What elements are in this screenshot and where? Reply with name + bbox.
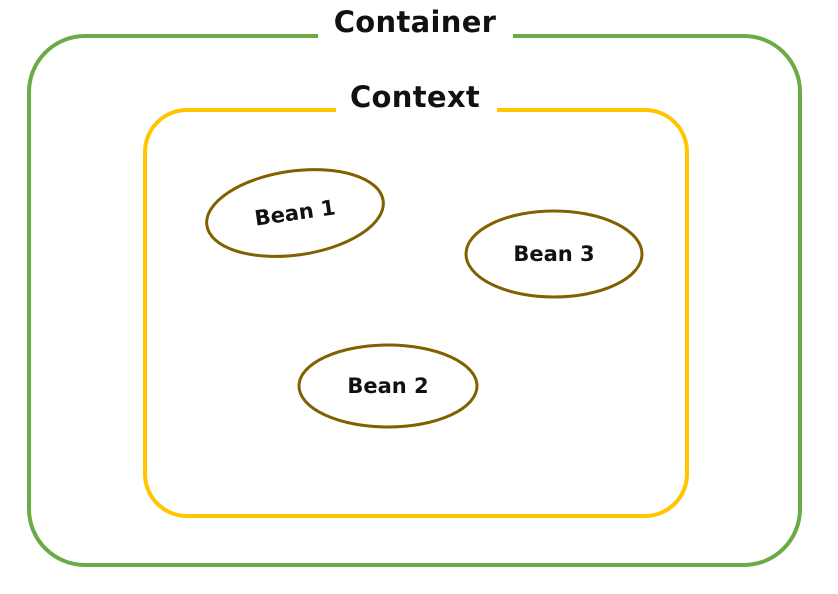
container-label: Container <box>334 5 497 39</box>
bean-3-ellipse[interactable] <box>464 209 644 299</box>
context-label: Context <box>350 80 480 114</box>
bean-2-label: Bean 2 <box>347 374 428 398</box>
bean-node-2[interactable]: Bean 2 <box>297 343 479 429</box>
bean-node-3[interactable]: Bean 3 <box>464 209 644 299</box>
bean-2-ellipse[interactable] <box>297 343 479 429</box>
context-boundary-group[interactable]: Context <box>143 80 689 518</box>
bean-node-1[interactable]: Bean 1 <box>201 159 389 267</box>
bean-1-ellipse[interactable] <box>201 159 389 267</box>
bean-3-label: Bean 3 <box>513 242 594 266</box>
container-boundary-outline[interactable] <box>27 34 802 567</box>
context-boundary-outline[interactable] <box>143 108 689 518</box>
container-boundary-group[interactable]: Container <box>27 5 802 567</box>
